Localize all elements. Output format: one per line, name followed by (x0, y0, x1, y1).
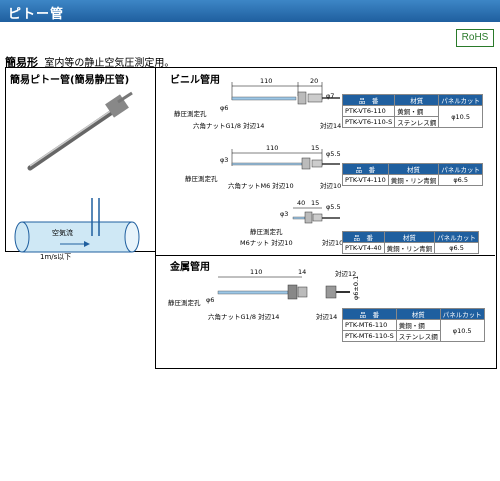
material: ステンレス鋼 (395, 330, 441, 342)
metal-dim-total: 110 (250, 268, 263, 276)
material: 黄銅・リン青銅 (387, 174, 440, 186)
col-panel: パネルカット (434, 231, 479, 243)
rohs-badge: RoHS (456, 29, 494, 47)
vinyl3-phi-probe: φ3 (280, 210, 289, 218)
col-part: 品 番 (341, 94, 396, 106)
panel-cut: φ6.5 (434, 242, 479, 254)
part-number: PTK-VT4-110 (342, 174, 389, 186)
part-number: PTK-MT6-110 (342, 319, 397, 331)
vinyl2-phi-tube: φ5.5 (326, 150, 341, 158)
vinyl2-dim-nut: 15 (311, 144, 320, 152)
vinyl3-phi-tube: φ5.5 (326, 203, 341, 211)
vinyl2-phi-probe: φ3 (220, 156, 229, 164)
vinyl3-static-hole: 静圧測定孔 (250, 228, 283, 236)
heading-desc: 室内等の静止空気圧測定用。 (44, 58, 175, 69)
flow-speed: 1m/s以下 (40, 253, 72, 261)
col-panel: パネルカット (438, 94, 484, 106)
metal-phi-probe: φ6 (206, 296, 215, 304)
col-material: 材質 (387, 163, 440, 175)
vinyl1-dim-nut: 20 (310, 77, 319, 85)
col-panel: パネルカット (439, 308, 485, 320)
panel-cut: φ10.5 (438, 105, 484, 128)
col-material: 材質 (383, 231, 436, 243)
right-panel (155, 67, 497, 369)
vinyl2-flat: 対辺10 (320, 182, 342, 190)
col-part: 品 番 (342, 163, 389, 175)
flow-label: 空気流 (52, 229, 73, 237)
vinyl1-phi-tube: φ7 (326, 92, 335, 100)
vinyl1-nut: 六角ナットG1/8 対辺14 (193, 122, 265, 130)
vinyl3-flat: 対辺10 (322, 239, 344, 247)
left-panel-title: 簡易ピトー管(簡易静圧管) (10, 75, 130, 86)
col-material: 材質 (394, 94, 440, 106)
col-panel: パネルカット (438, 163, 484, 175)
panel-cut: φ10.5 (439, 319, 485, 342)
vinyl1-phi-probe: φ6 (220, 104, 229, 112)
material: ステンレス鋼 (394, 116, 440, 128)
vinyl1-dim-total: 110 (260, 77, 273, 85)
vinyl3-dim-total: 40 (297, 199, 306, 207)
part-number: PTK-MT6-110-S (342, 330, 397, 342)
part-number: PTK-VT6-110 (341, 105, 396, 117)
vinyl3-nut: M6ナット 対辺10 (240, 239, 293, 247)
material: 黄銅・鋼 (395, 319, 441, 331)
col-part: 品 番 (342, 231, 385, 243)
vinyl2-nut: 六角ナットM6 対辺10 (228, 182, 294, 190)
vinyl-drawing-3 (292, 207, 340, 224)
title-bar: ピトー管 (0, 0, 500, 22)
divider (155, 255, 495, 256)
metal-drawing (217, 276, 350, 300)
heading-name: 簡易形 (5, 56, 38, 69)
material: 黄銅・鋼 (394, 105, 440, 117)
part-number: PTK-VT4-40 (342, 242, 385, 254)
vinyl-drawing-2 (231, 149, 340, 170)
vinyl2-dim-total: 110 (266, 144, 279, 152)
metal-section-label: 金属管用 (170, 262, 210, 273)
section-heading: 簡易形 室内等の静止空気圧測定用。 (5, 54, 174, 70)
vinyl1-flat: 対辺14 (320, 122, 342, 130)
metal-flat-top: 対辺12 (335, 270, 357, 278)
metal-dim-nut: 14 (298, 268, 307, 276)
panel-cut: φ6.5 (438, 174, 484, 186)
vinyl3-dim-nut: 15 (311, 199, 320, 207)
metal-static-hole: 静圧測定孔 (168, 299, 201, 307)
page-title: ピトー管 (8, 7, 65, 22)
metal-flat: 対辺14 (316, 313, 338, 321)
vinyl1-static-hole: 静圧測定孔 (174, 110, 207, 118)
metal-nut: 六角ナットG1/8 対辺14 (208, 313, 280, 321)
col-part: 品 番 (342, 308, 397, 320)
col-material: 材質 (395, 308, 441, 320)
part-number: PTK-VT6-110-S (341, 116, 396, 128)
vinyl-drawing-1 (231, 82, 340, 105)
pitot-photo (27, 91, 133, 171)
metal-phi-tube: φ6±0.1 (352, 275, 360, 300)
vinyl-section-label: ビニル管用 (170, 75, 220, 86)
material: 黄銅・リン青銅 (383, 242, 436, 254)
vinyl2-static-hole: 静圧測定孔 (185, 175, 218, 183)
pipe-diagram (14, 198, 140, 253)
